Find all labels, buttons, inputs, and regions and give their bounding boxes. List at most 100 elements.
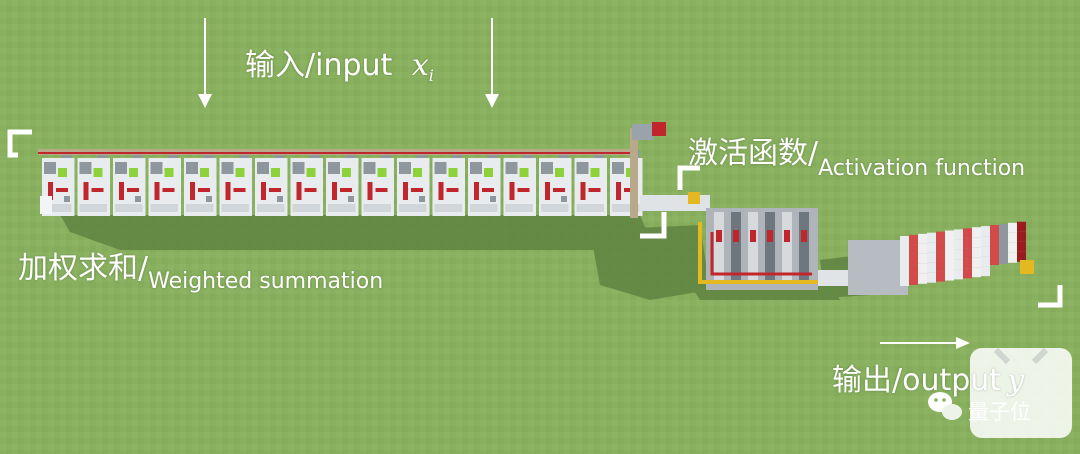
output-block <box>990 245 999 255</box>
output-block <box>918 233 927 244</box>
activation-column <box>714 212 724 282</box>
activation-label-en: Activation function <box>818 156 1026 181</box>
output-block <box>990 235 999 245</box>
output-lamp <box>1020 260 1034 274</box>
output-block <box>1008 222 1017 233</box>
output-block <box>900 276 909 286</box>
output-block <box>936 231 945 242</box>
output-block <box>972 227 981 238</box>
input-variable: x <box>411 48 429 83</box>
output-block <box>945 230 954 241</box>
output-block <box>909 254 918 265</box>
weighted-label-en: Weighted summation <box>148 269 384 294</box>
output-block <box>918 243 927 254</box>
output-block <box>918 273 927 284</box>
output-block <box>945 250 954 261</box>
corner-brackets <box>7 129 1063 308</box>
output-block <box>927 232 936 243</box>
output-block <box>972 257 981 268</box>
arrows <box>198 18 970 349</box>
output-block <box>909 274 918 285</box>
output-block <box>954 249 963 260</box>
bracket-top-left <box>7 129 32 158</box>
output-block <box>954 269 963 280</box>
output-block <box>990 255 999 265</box>
output-block <box>963 238 972 249</box>
watermark-text: 量子位 <box>968 400 1031 424</box>
output-block <box>1008 242 1017 253</box>
activation-column <box>731 212 741 282</box>
output-block <box>954 239 963 250</box>
activation-label: 激活函数/Activation function <box>688 128 1025 181</box>
output-block <box>936 241 945 252</box>
output-block <box>1008 232 1017 243</box>
output-block <box>990 225 999 235</box>
output-block <box>981 246 990 257</box>
bracket-mid-right <box>640 212 667 239</box>
wechat-icon <box>928 392 962 420</box>
activation-column <box>782 212 792 282</box>
output-block <box>918 263 927 274</box>
output-module <box>818 221 1034 295</box>
output-block <box>999 253 1008 264</box>
input-pillar <box>632 124 654 140</box>
output-block <box>1017 221 1026 232</box>
output-block <box>981 226 990 237</box>
weighted-label: 加权求和/Weighted summation <box>18 243 383 294</box>
output-block <box>963 248 972 259</box>
output-block <box>972 237 981 248</box>
output-block <box>981 266 990 277</box>
weighted-label-cn: 加权求和/ <box>18 251 149 286</box>
output-block <box>945 240 954 251</box>
output-block <box>981 256 990 267</box>
watermark <box>928 347 1072 438</box>
output-block <box>954 259 963 270</box>
output-label-text: 输出/output <box>832 363 1002 398</box>
output-block <box>936 271 945 282</box>
output-block <box>936 251 945 262</box>
input-subscript: i <box>428 66 434 85</box>
output-block <box>909 234 918 245</box>
activation-column <box>765 212 775 282</box>
output-block <box>900 266 909 276</box>
output-block <box>1008 252 1017 263</box>
output-block <box>909 264 918 275</box>
output-block <box>1017 251 1026 262</box>
input-label-text: 输入/input <box>245 48 393 83</box>
activation-label-cn: 激活函数/ <box>688 136 819 171</box>
output-block <box>963 268 972 279</box>
output-variable: y <box>1007 363 1025 398</box>
input-label: 输入/input xi <box>245 40 434 85</box>
activation-column <box>748 212 758 282</box>
output-block <box>927 242 936 253</box>
output-block <box>972 247 981 258</box>
output-block <box>945 270 954 281</box>
weighted-sum-array <box>40 150 643 216</box>
bracket-mid-left <box>677 165 700 190</box>
output-block <box>972 267 981 278</box>
output-block <box>1017 231 1026 242</box>
structure-shadow <box>60 215 870 300</box>
activation-column <box>799 212 809 282</box>
output-block <box>927 272 936 283</box>
output-block <box>900 236 909 246</box>
bracket-bottom-right <box>1038 285 1063 308</box>
output-block <box>927 252 936 263</box>
output-block <box>909 244 918 255</box>
output-block <box>900 256 909 266</box>
activation-module <box>698 208 820 290</box>
output-block <box>999 233 1008 244</box>
output-block <box>900 246 909 256</box>
output-block <box>945 260 954 271</box>
output-block <box>918 253 927 264</box>
output-block <box>1017 241 1026 252</box>
output-block <box>963 228 972 239</box>
output-block <box>981 236 990 247</box>
output-block <box>936 261 945 272</box>
output-block <box>954 229 963 240</box>
output-block <box>999 223 1008 234</box>
tv-logo-icon <box>970 347 1072 438</box>
output-block <box>999 243 1008 254</box>
